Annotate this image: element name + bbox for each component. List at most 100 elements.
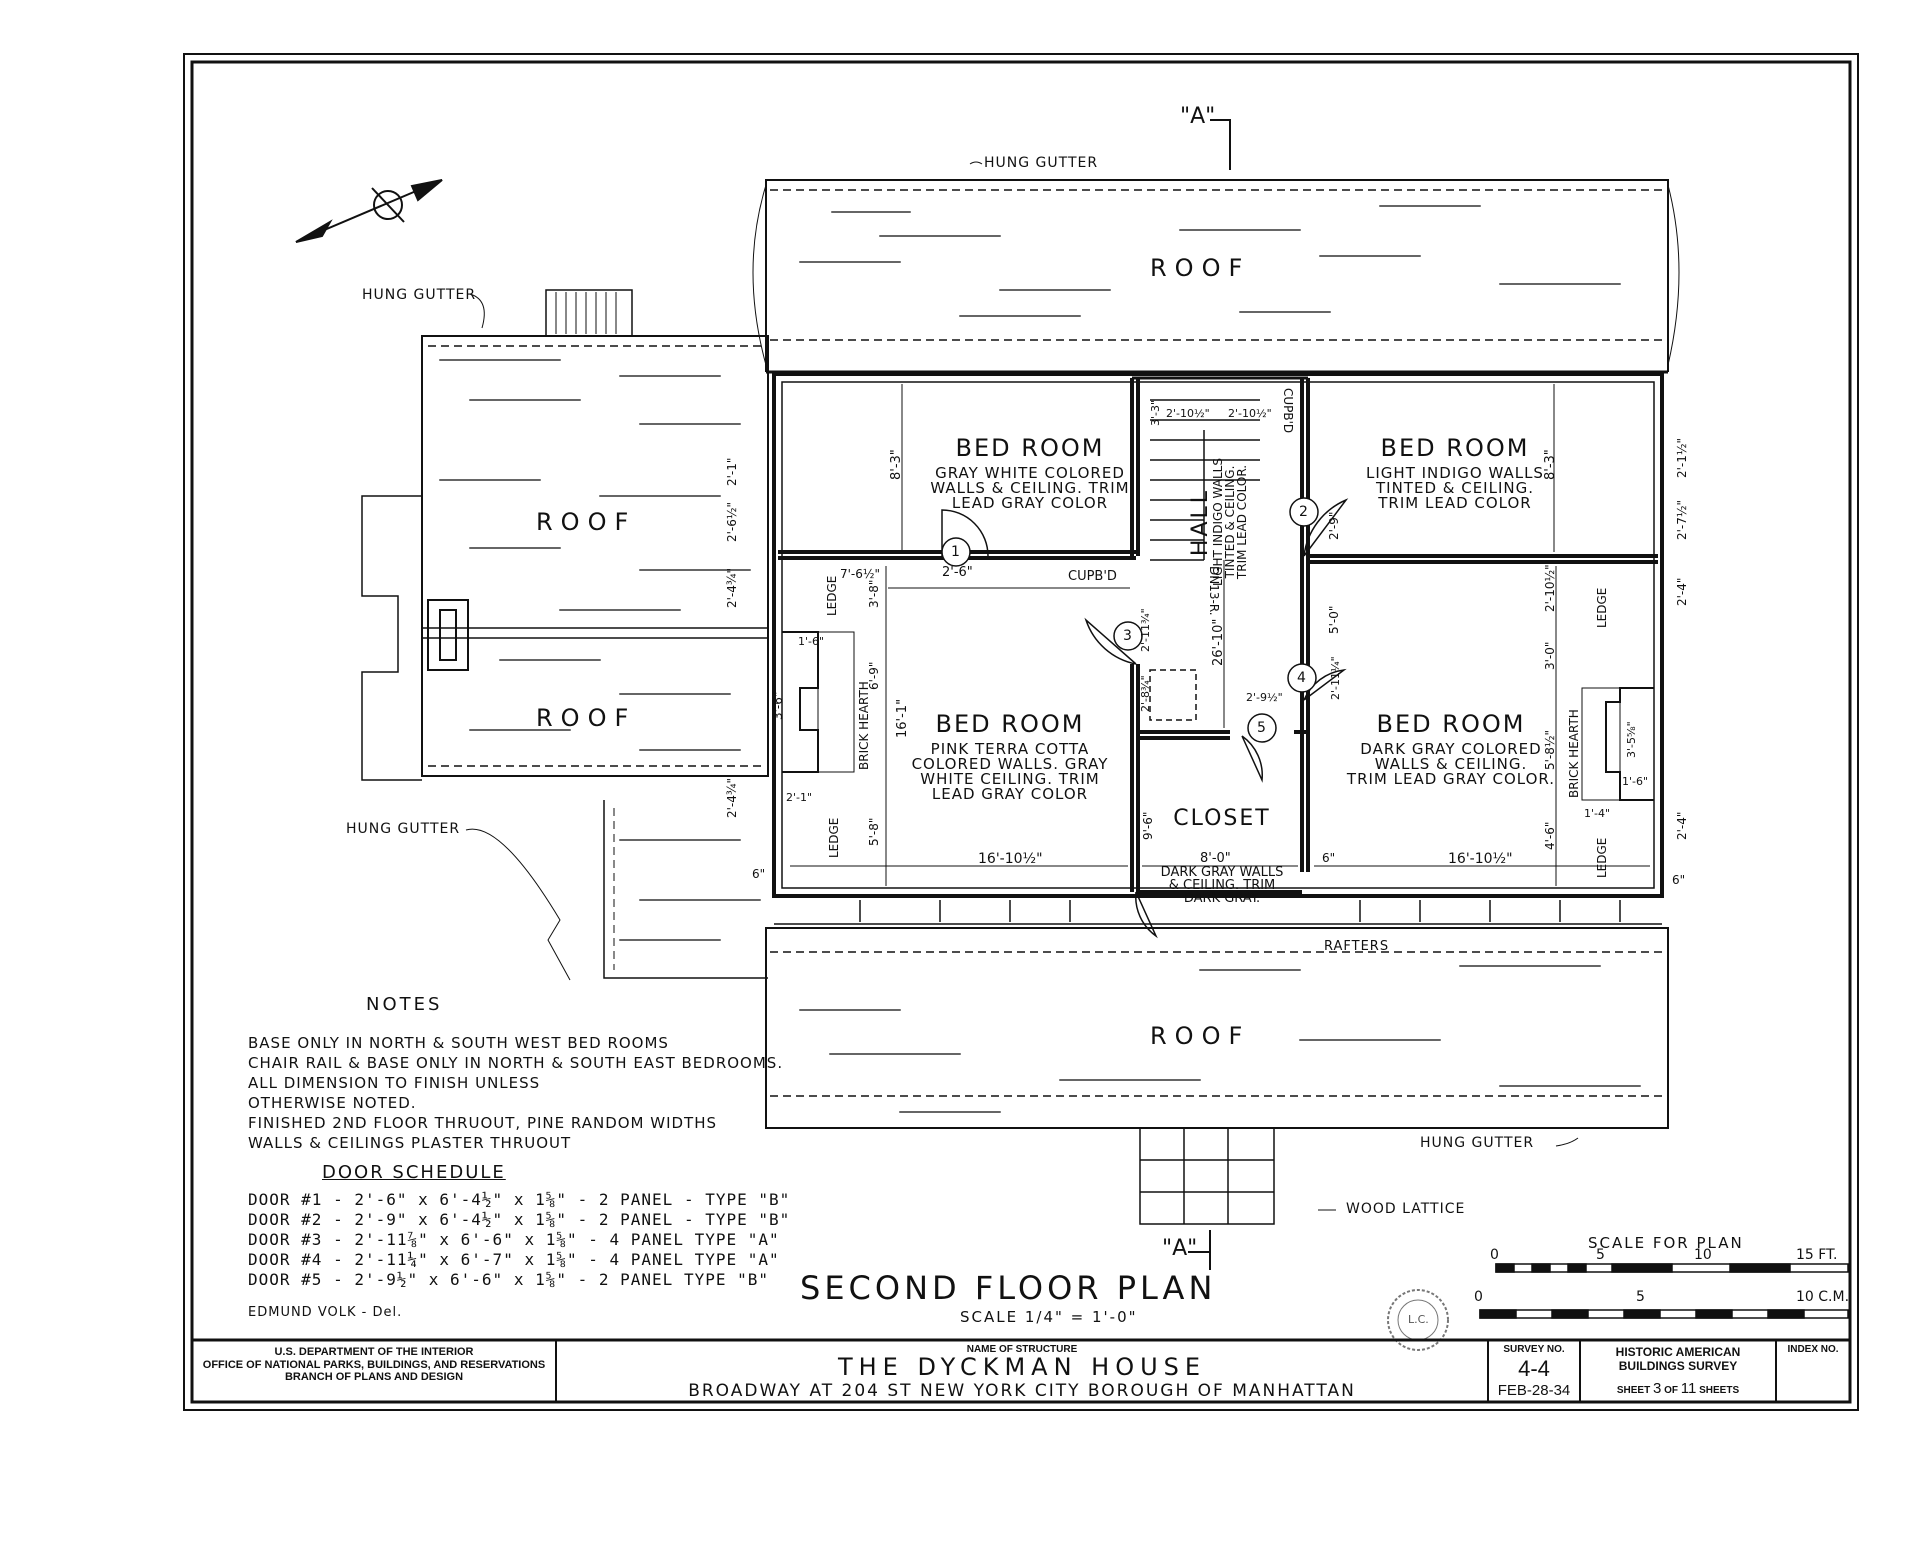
dim-closet-width: 8'-0" [1200,851,1231,866]
gutter-label-south: HUNG GUTTER [1420,1135,1535,1151]
brick-hearth-label-east: BRICK HEARTH [1567,709,1581,798]
room-finish-line: WHITE CEILING. TRIM [920,770,1100,788]
roof-hatching [439,205,1641,1113]
door-5-callout [1247,713,1277,743]
room-finish-line: WALLS & CEILING. [1374,755,1528,773]
north-arrow-icon [295,179,443,243]
dim-closet-depth: 9'-6" [1141,811,1155,840]
dim-7-6: 7'-6½" [840,567,881,581]
sheet-of: OF [1664,1385,1678,1396]
dim-3-8: 3'-8" [867,579,881,608]
sheet-prefix: SHEET [1616,1385,1651,1396]
note-line: BASE ONLY IN NORTH & SOUTH WEST BED ROOM… [248,1034,669,1052]
structure-name-label: NAME OF STRUCTURE [966,1344,1078,1355]
roof-label-north: ROOF [1150,254,1251,282]
rafters [774,900,1662,925]
stair-down-label: DN13-R. [1207,566,1221,616]
habs-block: HISTORIC AMERICAN BUILDINGS SURVEY [1580,1345,1776,1374]
west-fireplace [782,631,855,773]
door-4-callout [1287,663,1317,693]
dim-2-4a: 2'-4¾" [725,567,739,608]
rafters-label: RAFTERS [1324,939,1390,954]
scale-tick: 5 [1636,1289,1645,1305]
dimension-lines [790,384,1650,886]
dim-2-4b: 2'-4¾" [725,777,739,818]
room-finish-line: TRIM LEAD GRAY COLOR. [1346,770,1556,788]
inner-border [190,60,1852,1404]
door-schedule-row: DOOR #1 - 2'-6" x 6'-4½" x 1⅝" - 2 PANEL… [248,1190,791,1209]
drawing-scale: SCALE 1/4" = 1'-0" [960,1308,1138,1326]
roof-label-west-upper: ROOF [536,508,637,536]
scale-tick: 0 [1490,1247,1499,1263]
dim-2-1: 2'-1" [725,457,739,486]
sheet-total: 11 [1680,1380,1697,1397]
dim-2-9: 2'-9" [1327,511,1341,540]
exterior-walls [772,372,1664,898]
scale-bar-feet [1495,1263,1849,1273]
dim-5-8b: 5'-8½" [1543,729,1557,770]
room-finish-line: LEAD GRAY COLOR [951,494,1109,512]
note-line: WALLS & CEILINGS PLASTER THRUOUT [248,1134,572,1152]
dim-1-6: 1'-6" [798,635,825,648]
closet-name: CLOSET [1173,806,1271,831]
dim-4-6: 4'-6" [1543,821,1557,850]
dim-2-11: 2'-11¾" [1139,608,1152,652]
door-1-number: 1 [951,544,960,560]
roof-label-west-lower: ROOF [536,704,637,732]
dim-2-11-b: 2'-11¼" [1329,656,1342,700]
outer-border [183,53,1859,1411]
dim-1-6-east: 1'-6" [1622,775,1649,788]
dim-nw-depth: 8'-3" [889,449,904,480]
drawing-title: SECOND FLOOR PLAN [800,1269,1217,1307]
room-finish-line: DARK GRAY COLORED [1360,740,1542,758]
survey-number: 4-4 [1518,1356,1550,1381]
ledge-label-nw: LEDGE [825,575,839,616]
section-marker-top: "A" [1180,104,1216,129]
sheet-suffix: SHEETS [1699,1385,1740,1396]
room-ne: BED ROOM LIGHT INDIGO WALLS TINTED & CEI… [1330,436,1580,511]
title-block-lines [192,1338,1850,1402]
door-callouts [941,497,1319,743]
section-marker-lines [1188,119,1231,1270]
dim-6-9: 6'-9" [867,661,881,690]
door-1-callout [941,537,971,567]
dim-sw-width: 16'-10½" [978,851,1043,867]
room-name: BED ROOM [1376,710,1526,738]
dim-2-8: 2'-8¾" [1139,675,1152,712]
structure-location: BROADWAY AT 204 ST NEW YORK CITY BOROUGH… [688,1381,1356,1401]
scale-tick: 10 C.M. [1796,1289,1850,1305]
dim-3-6: 3'-6" [771,691,785,720]
closet-finish-line: DARK GRAY. [1183,891,1261,906]
door-2-number: 2 [1299,504,1308,520]
habs-line: HISTORIC AMERICAN [1615,1345,1741,1359]
room-se: BED ROOM DARK GRAY COLORED WALLS & CEILI… [1336,712,1566,787]
room-finish-line: WALLS & CEILING. TRIM [930,479,1130,497]
door-2-callout [1289,497,1319,527]
closet-finish-line: DARK GRAY WALLS [1160,865,1284,880]
leader-lines [465,161,1579,1211]
dim-stair-b: 2'-10½" [1228,407,1272,420]
door-swings [941,498,1349,939]
dim-2-1-small: 2'-1" [786,791,813,804]
room-name: BED ROOM [935,710,1085,738]
dim-six-a: 6" [1322,851,1336,865]
scale-tick: 5 [1596,1247,1605,1263]
room-finish-line: TINTED & CEILING. [1376,479,1534,497]
room-finish-line: COLORED WALLS. GRAY [911,755,1109,773]
door-schedule-row: DOOR #4 - 2'-11¼" x 6'-7" x 1⅝" - 4 PANE… [248,1250,780,1269]
agency-line: BRANCH OF PLANS AND DESIGN [284,1371,464,1384]
room-name: BED ROOM [955,434,1105,462]
dim-six-c: 6" [752,867,766,881]
dim-2-4-east-b: 2'-4" [1675,811,1689,840]
ledge-label-se: LEDGE [1595,837,1609,878]
east-fireplace [1581,687,1654,801]
dim-5-8: 5'-8" [867,817,881,846]
door-schedule-row: DOOR #2 - 2'-9" x 6'-4½" x 1⅝" - 2 PANEL… [248,1210,791,1229]
dim-3-5: 3'-5⅝" [1625,721,1638,758]
dim-1-4: 1'-4" [1584,807,1611,820]
index-label: INDEX NO. [1787,1344,1839,1355]
scale-tick: 0 [1474,1289,1483,1305]
structure-name: THE DYCKMAN HOUSE [837,1353,1207,1381]
note-line: FINISHED 2ND FLOOR THRUOUT, PINE RANDOM … [248,1114,718,1132]
stamp-text: L.C. [1408,1313,1429,1326]
